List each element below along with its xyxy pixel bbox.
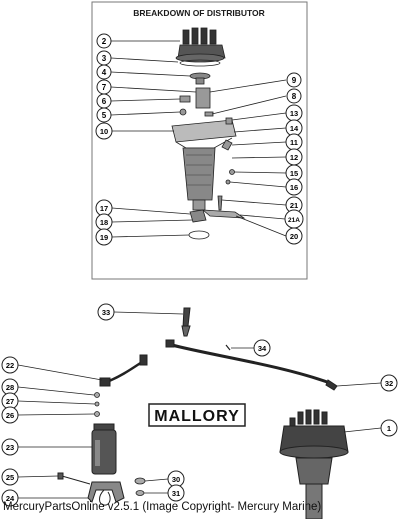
svg-text:18: 18	[100, 218, 108, 227]
gear-parts	[188, 195, 246, 240]
rotor	[189, 72, 211, 85]
svg-text:34: 34	[258, 344, 267, 353]
callout-9: 9	[209, 72, 302, 93]
svg-text:28: 28	[6, 383, 14, 392]
rotor-seal	[179, 59, 221, 67]
svg-text:31: 31	[172, 489, 180, 498]
callout-7: 7	[96, 79, 197, 95]
coil-bracket	[87, 481, 125, 506]
distributor-body-top	[171, 119, 237, 211]
svg-text:17: 17	[100, 204, 108, 213]
svg-text:9: 9	[292, 76, 297, 85]
small-pin-34	[225, 344, 231, 351]
mallory-label: MALLORY	[148, 403, 246, 427]
callout-19: 19	[95, 228, 190, 246]
callout-32: 32	[336, 374, 398, 392]
svg-text:22: 22	[6, 361, 14, 370]
distributor-ground-wire	[165, 339, 338, 391]
svg-text:3: 3	[102, 54, 107, 63]
callout-34: 34	[231, 339, 271, 357]
breaker-plate-parts	[179, 87, 214, 117]
svg-text:26: 26	[6, 411, 14, 420]
coil-bolt	[57, 472, 91, 485]
callout-22: 22	[1, 356, 103, 381]
coil-tower-wire	[181, 307, 191, 337]
callout-28: 28	[1, 378, 95, 396]
coil-lead-wire	[99, 354, 148, 387]
callout-20: 20	[235, 215, 303, 245]
callout-33: 33	[97, 303, 184, 321]
svg-text:32: 32	[385, 379, 393, 388]
svg-text:15: 15	[290, 169, 298, 178]
callout-4: 4	[96, 64, 191, 80]
bracket-fasteners	[134, 477, 146, 496]
svg-text:23: 23	[6, 443, 14, 452]
svg-text:20: 20	[290, 232, 298, 241]
svg-text:30: 30	[172, 475, 180, 484]
callout-31: 31	[144, 484, 185, 502]
callout-23: 23	[1, 438, 92, 456]
svg-text:5: 5	[102, 111, 107, 120]
breakdown-panel-frame	[91, 1, 308, 280]
svg-text:1: 1	[387, 424, 391, 433]
svg-text:12: 12	[290, 153, 298, 162]
callout-26: 26	[1, 406, 95, 424]
callout-16: 16	[229, 178, 303, 196]
callout-15: 15	[233, 164, 303, 182]
callout-8: 8	[211, 88, 302, 115]
svg-text:19: 19	[100, 233, 108, 242]
svg-text:21A: 21A	[288, 217, 300, 224]
coil-nuts	[94, 392, 100, 417]
distributor-assembly	[279, 409, 349, 519]
svg-text:13: 13	[290, 109, 298, 118]
svg-text:2: 2	[102, 37, 107, 46]
svg-text:4: 4	[102, 68, 107, 77]
callout-21: 21	[221, 196, 303, 214]
svg-text:8: 8	[292, 92, 297, 101]
side-parts	[221, 117, 235, 185]
callout-13: 13	[231, 104, 303, 122]
svg-text:16: 16	[290, 183, 298, 192]
callout-5: 5	[96, 107, 181, 123]
svg-text:33: 33	[102, 308, 110, 317]
callout-1: 1	[343, 419, 398, 437]
callout-11: 11	[231, 133, 303, 151]
svg-text:MALLORY: MALLORY	[154, 408, 240, 425]
svg-text:24: 24	[6, 494, 15, 503]
copyright-footer: MercuryPartsOnline v2.5.1 (Image Copyrig…	[3, 501, 322, 513]
distributor-cap-top	[175, 27, 226, 63]
callout-24: 24	[1, 489, 88, 507]
callout-25: 25	[1, 468, 59, 486]
callout-27: 27	[1, 392, 96, 410]
callout-2: 2	[96, 33, 180, 49]
breakdown-title: BREAKDOWN OF DISTRIBUTOR	[133, 8, 265, 18]
svg-text:7: 7	[102, 83, 107, 92]
svg-text:6: 6	[102, 97, 107, 106]
svg-text:11: 11	[290, 138, 298, 147]
svg-text:21: 21	[290, 201, 298, 210]
svg-text:25: 25	[6, 473, 14, 482]
callout-30: 30	[144, 470, 185, 488]
svg-text:27: 27	[6, 397, 14, 406]
callout-10: 10	[95, 122, 174, 140]
svg-text:10: 10	[100, 127, 108, 136]
ignition-coil	[91, 423, 117, 475]
svg-text:14: 14	[290, 124, 299, 133]
